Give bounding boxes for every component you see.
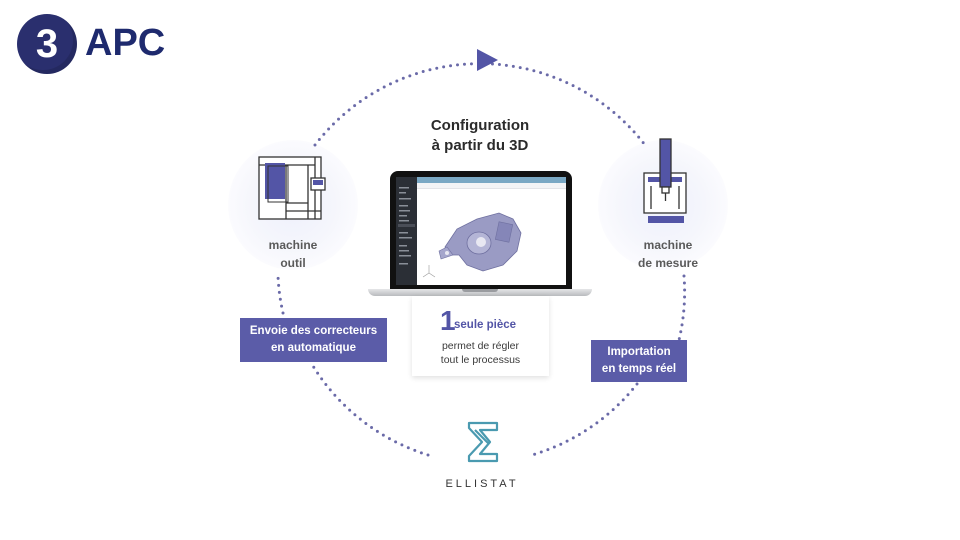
3d-part-viewer [422, 212, 522, 278]
measuring-machine-label-line1: machine [643, 238, 693, 252]
3d-part-model [438, 212, 522, 272]
page-title: APC [85, 22, 166, 64]
info-line1: permet de régler [441, 340, 520, 352]
info-card [412, 296, 549, 376]
step-number: 3 [35, 22, 59, 66]
send-correctors-callout: Envoie des correcteurs en automatique [240, 318, 387, 362]
ellistat-sigma-logo [467, 421, 499, 463]
measuring-machine-label: machine de mesure [613, 236, 723, 272]
axis-triad-icon [422, 265, 436, 278]
send-correctors-line2: en automatique [271, 342, 356, 354]
config-title-line2: à partir du 3D [431, 137, 529, 154]
measuring-machine-label-line2: de mesure [637, 256, 699, 270]
machine-tool-label-line1: machine [268, 238, 318, 252]
app-toolbar [417, 183, 566, 189]
brand-name: ELLISTAT [445, 478, 519, 490]
step-badge [17, 14, 77, 74]
realtime-import-line1: Importation [607, 346, 671, 358]
sidebar-menu-items [398, 187, 415, 265]
cycle-arc-left-upper [276, 274, 285, 315]
info-big-number: 1 [440, 305, 456, 336]
realtime-import-line2: en temps réel [601, 363, 677, 375]
config-title: Configuration à partir du 3D [395, 116, 565, 156]
measuring-machine-icon [643, 138, 687, 223]
laptop-base [368, 289, 592, 296]
app-titlebar [417, 177, 566, 183]
config-title-line1: Configuration [430, 117, 530, 134]
app-sidebar [396, 177, 417, 285]
machine-tool-icon [258, 156, 326, 220]
machine-tool-label-line2: outil [280, 256, 306, 270]
cycle-arc-right-upper [677, 274, 687, 342]
send-correctors-line1: Envoie des correcteurs [249, 325, 378, 337]
realtime-import-callout: Importation en temps réel [591, 340, 687, 382]
info-heading: seule pièce [454, 319, 517, 331]
cycle-arc-left-lower [311, 364, 430, 457]
machine-tool-label: machine outil [243, 236, 343, 272]
laptop-screen [396, 177, 566, 285]
cycle-arc-right-lower [530, 382, 639, 457]
laptop-notch [462, 289, 498, 292]
info-line2: tout le processus [440, 354, 521, 366]
play-arrow-icon [477, 49, 498, 71]
